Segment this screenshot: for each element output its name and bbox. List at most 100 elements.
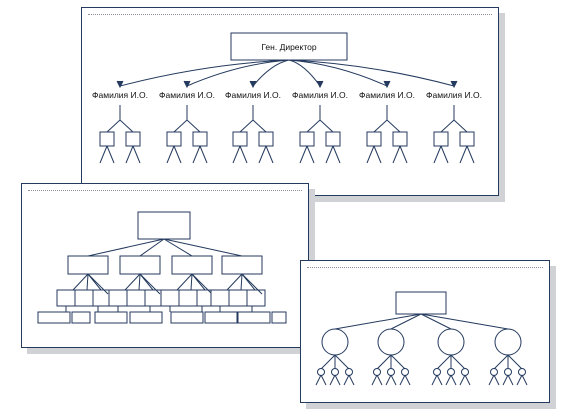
leaf-line <box>371 374 378 386</box>
circle-node <box>437 328 465 356</box>
leaf-line <box>433 145 442 164</box>
branch-line <box>252 119 267 133</box>
level2-connector <box>420 313 509 330</box>
level3-connector <box>191 273 213 295</box>
level3-connector <box>493 354 509 370</box>
sub-node-box <box>366 131 382 147</box>
org-chart-card-top: Ген. Директор Фамилия И.О. Фамилия И.О. … <box>81 7 499 196</box>
level3-node-box <box>144 289 164 307</box>
leaf-line <box>493 374 500 386</box>
leaf-line <box>399 145 408 164</box>
root-node-box <box>137 211 191 240</box>
sub-node-box <box>125 131 141 147</box>
level3-node-box <box>74 289 94 307</box>
leaf-line <box>199 145 208 164</box>
small-circle-node <box>490 368 498 376</box>
small-circle-node <box>373 368 381 376</box>
root-to-child-curve <box>119 59 290 87</box>
org-chart-top-diagram: Ген. Директор Фамилия И.О. Фамилия И.О. … <box>92 32 482 164</box>
level3-connector <box>87 273 109 295</box>
small-circle-node <box>518 368 526 376</box>
arrowhead <box>383 80 391 89</box>
child-node-label-2: Фамилия И.О. <box>159 90 215 100</box>
leaf-line <box>329 374 336 386</box>
leaf-line <box>265 145 274 164</box>
level4-node-box <box>94 311 128 324</box>
branch-line <box>106 119 121 133</box>
leaf-line <box>376 374 383 386</box>
level3-connector <box>436 354 452 370</box>
level3-connector <box>450 354 466 370</box>
dotted-divider <box>307 267 543 268</box>
dotted-divider <box>88 14 492 15</box>
arrowhead <box>249 80 257 89</box>
level4-node-box <box>204 311 238 324</box>
branch-line <box>119 119 134 133</box>
leaf-line <box>366 145 375 164</box>
leaf-line <box>521 374 528 386</box>
branch-line <box>173 119 188 133</box>
sub-node-box <box>232 131 248 147</box>
leaf-line <box>464 374 471 386</box>
level4-node-box <box>271 311 287 324</box>
small-circle-node <box>447 368 455 376</box>
level3-node-box <box>160 289 180 307</box>
level3-connector <box>86 273 89 291</box>
level2-connector <box>390 313 422 330</box>
level2-connector <box>163 238 243 257</box>
leaf-line <box>436 374 443 386</box>
level3-node-box <box>126 289 146 307</box>
leaf-line <box>173 145 182 164</box>
root-node-box <box>230 32 348 61</box>
leaf-line <box>373 145 382 164</box>
branch-line <box>453 119 468 133</box>
leaf-line <box>459 374 466 386</box>
small-circle-node <box>331 368 339 376</box>
level2-connector <box>334 313 422 330</box>
level3-connector <box>376 354 392 370</box>
leaf-line <box>392 145 401 164</box>
level3-connector <box>139 273 161 295</box>
level3-node-box <box>56 289 76 307</box>
level3-node-box <box>210 289 230 307</box>
level3-node-box <box>108 289 128 307</box>
sub-node-box <box>392 131 408 147</box>
leaf-line <box>404 374 411 386</box>
level2-connector <box>139 238 165 257</box>
child-node-label-4: Фамилия И.О. <box>292 90 348 100</box>
leaf-line <box>125 145 134 164</box>
level3-connector <box>72 273 89 291</box>
leaf-line <box>320 374 327 386</box>
branch-line <box>386 119 401 133</box>
leaf-line <box>459 145 468 164</box>
org-chart-middle-diagram <box>37 211 287 324</box>
branch-line <box>306 119 321 133</box>
leaf-line <box>232 145 241 164</box>
leaf-line <box>385 374 392 386</box>
org-chart-card-middle <box>21 183 309 348</box>
root-node-box <box>395 291 447 315</box>
circle-node <box>377 328 405 356</box>
circle-node <box>494 328 522 356</box>
level3-node-box <box>92 289 112 307</box>
leaf-line <box>166 145 175 164</box>
child-node-label-6: Фамилия И.О. <box>426 90 482 100</box>
level3-connector <box>124 273 141 291</box>
leaf-line <box>431 374 438 386</box>
small-circle-node <box>401 368 409 376</box>
level3-node-box <box>246 289 266 307</box>
branch-line <box>373 119 388 133</box>
level2-connector <box>420 313 452 330</box>
level3-connector <box>507 354 523 370</box>
leaf-line <box>466 145 475 164</box>
leaf-line <box>334 374 341 386</box>
branch-line <box>319 119 334 133</box>
small-circle-node <box>461 368 469 376</box>
level3-connector <box>138 273 141 291</box>
level3-node-box <box>178 289 198 307</box>
leaf-line <box>390 374 397 386</box>
arrowhead <box>450 80 458 89</box>
level3-connector <box>390 354 406 370</box>
sub-node-box <box>99 131 115 147</box>
level3-connector <box>334 354 350 370</box>
